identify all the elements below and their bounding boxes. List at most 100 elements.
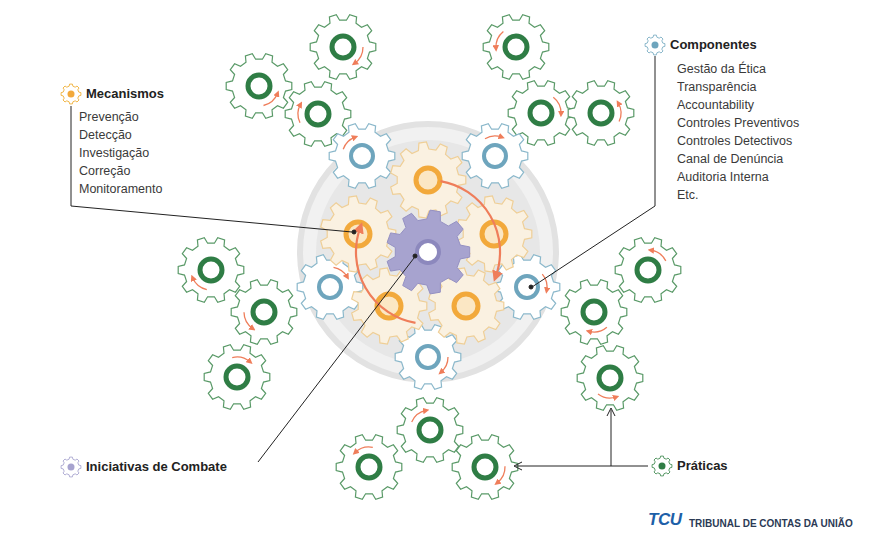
gear-outline (178, 238, 244, 303)
component-gear (329, 124, 395, 189)
gear-outline (231, 280, 297, 345)
icon-dot (68, 464, 75, 471)
rotation-arrow (356, 227, 416, 323)
gear-ring (516, 276, 538, 298)
icon-dot (652, 42, 659, 49)
practice-gear (483, 15, 549, 80)
gear-ring (637, 259, 659, 281)
rotation-arrow (355, 447, 373, 453)
icon-dot (659, 463, 666, 470)
list-item: Monitoramento (79, 181, 162, 197)
practice-gear (452, 435, 518, 500)
list-item: Controles Preventivos (677, 115, 799, 131)
icon-gear (645, 35, 665, 55)
practice-gear (568, 81, 634, 146)
heading-icon (61, 84, 81, 104)
gear-outline (329, 124, 395, 189)
rotation-arrow (651, 250, 666, 261)
group-heading: Iniciativas de Combate (86, 459, 227, 475)
practice-gear (577, 346, 643, 411)
list-item: Correção (79, 163, 130, 179)
gear-ring (417, 346, 439, 368)
heading-icon (645, 35, 665, 55)
rotation-arrow (244, 312, 253, 328)
gear-ring (226, 366, 248, 388)
organization-name: TRIBUNAL DE CONTAS DA UNIÃO (689, 516, 853, 532)
gear-outline (577, 346, 643, 411)
gear-outline (483, 15, 549, 80)
leader-dot (529, 285, 533, 289)
gear-outline (391, 142, 466, 218)
gear-ring (530, 102, 552, 124)
heading-icon (652, 456, 672, 476)
gear-ring (253, 301, 275, 323)
gear-ring (416, 168, 440, 192)
rotation-arrow (618, 103, 621, 122)
gear-ring (358, 456, 380, 478)
gear-ring (351, 145, 373, 167)
rotation-arrow (441, 357, 448, 372)
rotation-arrow (497, 466, 505, 483)
gear-ring (590, 102, 612, 124)
rotation-arrow (343, 137, 355, 149)
list-item: Prevenção (79, 109, 139, 125)
leader-line (611, 410, 612, 466)
rotation-arrow (298, 104, 301, 123)
list-item: Transparência (677, 79, 756, 95)
list-item: Gestão da Ética (677, 61, 766, 77)
gear-outline (397, 398, 463, 463)
leader-tick (607, 408, 615, 416)
rotation-arrow (232, 357, 250, 362)
group-heading: Mecanismos (86, 86, 164, 102)
gear-outline (568, 81, 634, 146)
central-gear (387, 210, 470, 294)
gear-outline (336, 435, 402, 500)
group-heading: Componentes (670, 37, 757, 53)
component-gear (462, 124, 528, 189)
gear-ring (419, 419, 441, 441)
rotation-arrow (264, 94, 278, 106)
practice-gear (615, 238, 681, 303)
practice-gear (336, 435, 402, 500)
leader-line (516, 466, 648, 467)
rotation-arrow (598, 394, 616, 398)
leader-tick (514, 462, 522, 470)
rotation-arrow (553, 97, 561, 114)
heading-icon (61, 457, 81, 477)
practice-gear (231, 280, 297, 345)
leader-dot (352, 230, 356, 234)
list-item: Investigação (79, 145, 149, 161)
gear-ring (454, 294, 478, 318)
gear-ring (474, 456, 496, 478)
gear-outline (226, 54, 292, 119)
practice-gear (178, 238, 244, 303)
gear-ring (417, 241, 439, 263)
gear-ring (599, 367, 621, 389)
rotation-arrow (441, 181, 501, 277)
gear-outline (310, 15, 376, 80)
gear-outline (452, 435, 518, 500)
gear-outline (561, 280, 627, 345)
practice-gear (310, 15, 376, 80)
rotation-arrow (496, 32, 503, 49)
group-heading: Práticas (677, 458, 728, 474)
gear-ring (505, 36, 527, 58)
rotation-arrow (334, 267, 348, 277)
list-item: Etc. (677, 187, 699, 203)
rotation-arrow (355, 47, 364, 63)
gear-outline (462, 124, 528, 189)
gear-ring (484, 145, 506, 167)
gear-ring (200, 259, 222, 281)
leader-dot (413, 254, 417, 258)
icon-gear (652, 456, 672, 476)
rotation-arrow (542, 274, 547, 290)
list-item: Auditoria Interna (677, 169, 769, 185)
gear-outline (204, 345, 270, 410)
rotation-arrow (412, 410, 427, 422)
gear-ring (319, 276, 341, 298)
icon-gear (61, 457, 81, 477)
list-item: Controles Detectivos (677, 133, 792, 149)
leader-line (532, 56, 655, 287)
list-item: Accountability (677, 97, 754, 113)
mechanism-gear (391, 142, 466, 218)
